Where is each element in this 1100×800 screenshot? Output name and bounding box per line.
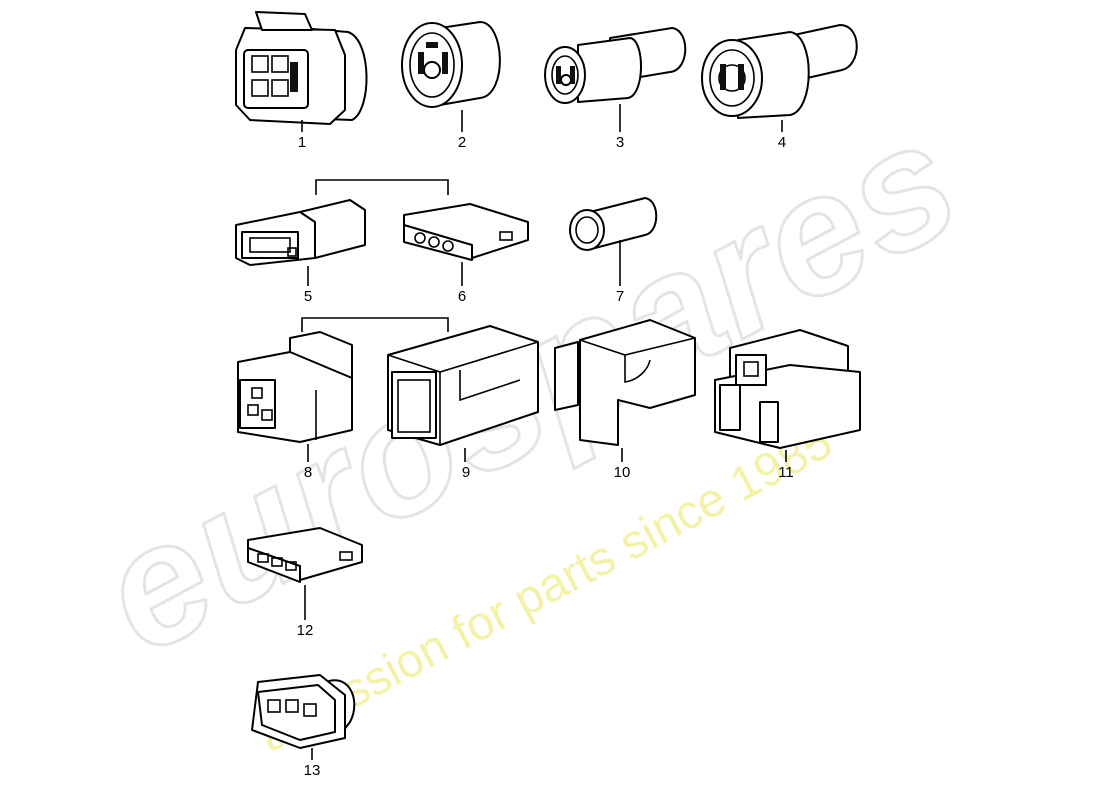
part-label-5[interactable]: 5 (303, 288, 313, 305)
connector-6-drawing[interactable] (403, 203, 529, 286)
connector-11-drawing[interactable] (714, 329, 861, 462)
part-label-9[interactable]: 9 (461, 464, 471, 481)
connector-7-drawing[interactable] (569, 197, 658, 286)
connector-5-drawing[interactable] (235, 199, 366, 286)
part-label-13[interactable]: 13 (303, 762, 321, 779)
connector-3-drawing[interactable] (544, 27, 687, 132)
part-label-10[interactable]: 10 (613, 464, 631, 481)
part-label-1[interactable]: 1 (297, 134, 307, 151)
part-label-7[interactable]: 7 (615, 288, 625, 305)
connector-12-drawing[interactable] (247, 527, 363, 620)
part-label-4[interactable]: 4 (777, 134, 787, 151)
part-label-6[interactable]: 6 (457, 288, 467, 305)
group-bracket-8-9 (301, 317, 449, 332)
part-label-8[interactable]: 8 (303, 464, 313, 481)
part-label-12[interactable]: 12 (296, 622, 314, 639)
connector-8-drawing[interactable] (237, 331, 353, 462)
connector-4-drawing[interactable] (701, 24, 858, 132)
connector-13-drawing[interactable] (251, 674, 356, 760)
connector-2-drawing[interactable] (401, 21, 501, 132)
connector-10-drawing[interactable] (554, 319, 696, 462)
part-label-2[interactable]: 2 (457, 134, 467, 151)
group-bracket-5-6 (315, 179, 449, 195)
connector-9-drawing[interactable] (387, 325, 539, 462)
connector-1-drawing[interactable] (235, 11, 368, 132)
part-label-3[interactable]: 3 (615, 134, 625, 151)
part-label-11[interactable]: 11 (778, 464, 794, 481)
